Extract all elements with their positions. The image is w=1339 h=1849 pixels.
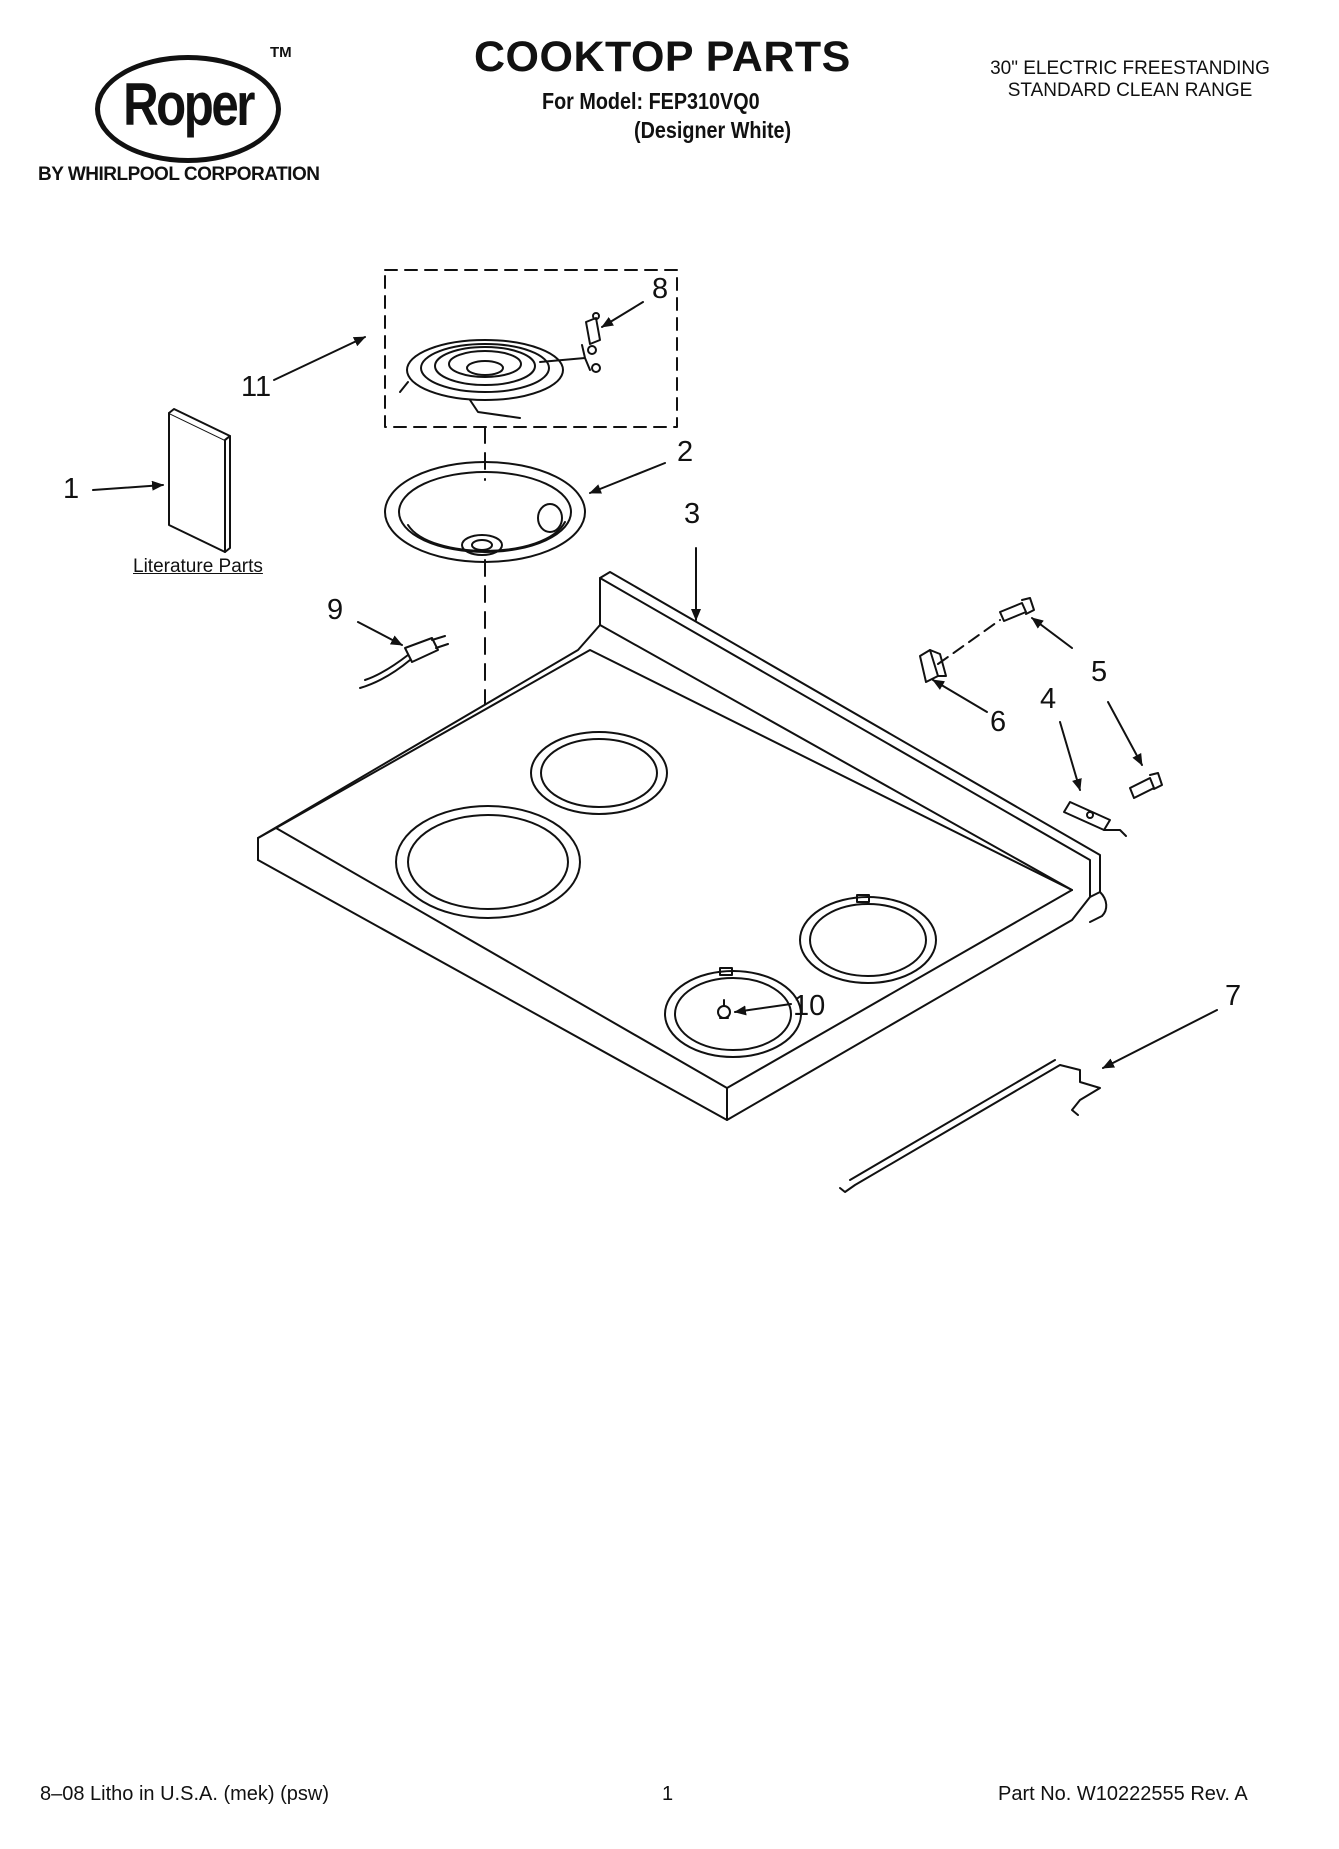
coil-surface-element	[399, 339, 601, 419]
description-line-1: 30" ELECTRIC FREESTANDING	[990, 58, 1270, 79]
terminal-block	[585, 312, 601, 345]
arrow-2	[589, 462, 666, 494]
callout-9: 9	[327, 594, 344, 626]
surface-element-dashed-box	[384, 269, 678, 428]
screw-part-10	[717, 999, 731, 1019]
arrow-1	[92, 480, 164, 491]
page-title: COOKTOP PARTS	[474, 33, 851, 81]
literature-parts-label: Literature Parts	[133, 556, 263, 577]
callout-10: 10	[793, 990, 826, 1022]
corporation-name: BY WHIRLPOOL CORPORATION	[38, 164, 320, 185]
callout-7: 7	[1225, 980, 1242, 1012]
callout-4: 4	[1040, 683, 1057, 715]
product-description: 30" ELECTRIC FREESTANDING STANDARD CLEAN…	[960, 58, 1300, 102]
callout-8: 8	[652, 273, 669, 305]
arrow-5b	[1107, 701, 1143, 766]
terminal-wire	[359, 635, 449, 689]
cooktop-main-top	[257, 571, 1108, 1121]
rear-support-rod	[839, 1059, 1101, 1193]
callout-1: 1	[63, 473, 80, 505]
callout-5: 5	[1091, 656, 1108, 688]
callout-3: 3	[684, 498, 701, 530]
bracket-part-4	[1063, 801, 1127, 837]
description-line-2: STANDARD CLEAN RANGE	[1007, 80, 1253, 101]
arrow-10	[734, 1003, 792, 1016]
model-variant: (Designer White)	[634, 117, 792, 143]
part-number: Part No. W10222555 Rev. A	[998, 1783, 1248, 1805]
literature-booklet	[168, 408, 231, 553]
arrow-11	[273, 336, 366, 381]
arrow-7	[1102, 1009, 1218, 1069]
clip-dashed-guide	[937, 619, 1001, 665]
arrow-8	[601, 301, 644, 328]
screw-part-5-upper	[999, 597, 1035, 622]
print-info: 8–08 Litho in U.S.A. (mek) (psw)	[40, 1783, 329, 1805]
screw-part-5-lower	[1129, 772, 1163, 799]
trademark-symbol: TM	[270, 44, 292, 61]
leader-arrows	[92, 301, 1218, 1069]
roper-logo-oval	[95, 55, 281, 163]
callout-2: 2	[677, 436, 694, 468]
arrow-5a	[1031, 617, 1073, 649]
callout-11: 11	[241, 371, 272, 403]
arrow-4	[1059, 721, 1082, 791]
model-number: For Model: FEP310VQ0	[542, 88, 760, 114]
roper-logo-wordmark: Roper	[123, 71, 255, 138]
arrow-6	[932, 679, 988, 713]
drip-bowl	[384, 461, 586, 563]
page-number: 1	[662, 1783, 674, 1805]
callout-6: 6	[990, 706, 1007, 738]
arrow-9	[357, 621, 403, 646]
clip-part-6	[919, 649, 947, 683]
